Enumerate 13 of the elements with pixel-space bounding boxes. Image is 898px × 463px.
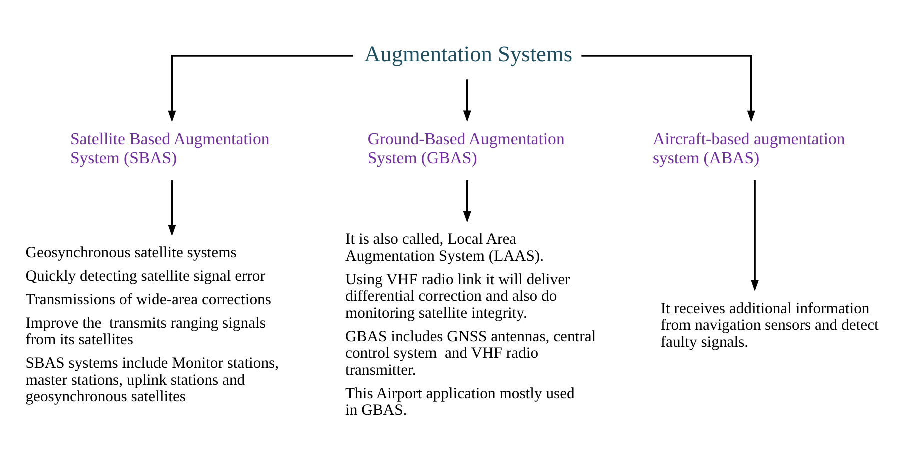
arrow bbox=[462, 80, 471, 122]
arrow bbox=[168, 55, 353, 122]
node-text: Aircraft-based augmentation system (ABAS) bbox=[652, 129, 845, 168]
node-text: Satellite Based Augmentation System (SBAS) bbox=[70, 129, 270, 168]
arrow bbox=[581, 55, 755, 122]
node-text: It receives additional information from navigation sensors and detect faulty signals. bbox=[660, 300, 878, 351]
node-text: It is also called, Local Area Augmentation System (LAAS). Using VHF radio link it will deliver differential correction and also do monitoring satellite integrity. GBAS includes GNSS antennas, central control system and VHF radio transmitter. This Airport application mostly used in GBAS. bbox=[345, 231, 596, 420]
node-text: Augmentation Systems bbox=[364, 42, 572, 67]
arrow bbox=[750, 180, 759, 292]
node-text: Geosynchronous satellite systems Quickly detecting satellite signal error Transmissions of wide-area corrections Improve the transmits ranging signals from its satellites SBAS systems include Monitor stations, master stations, uplink stations and geosynchronous satellites bbox=[25, 244, 279, 406]
arrow bbox=[462, 180, 471, 223]
arrow bbox=[168, 180, 176, 236]
node-text: Ground-Based Augmentation System (GBAS) bbox=[367, 129, 564, 168]
